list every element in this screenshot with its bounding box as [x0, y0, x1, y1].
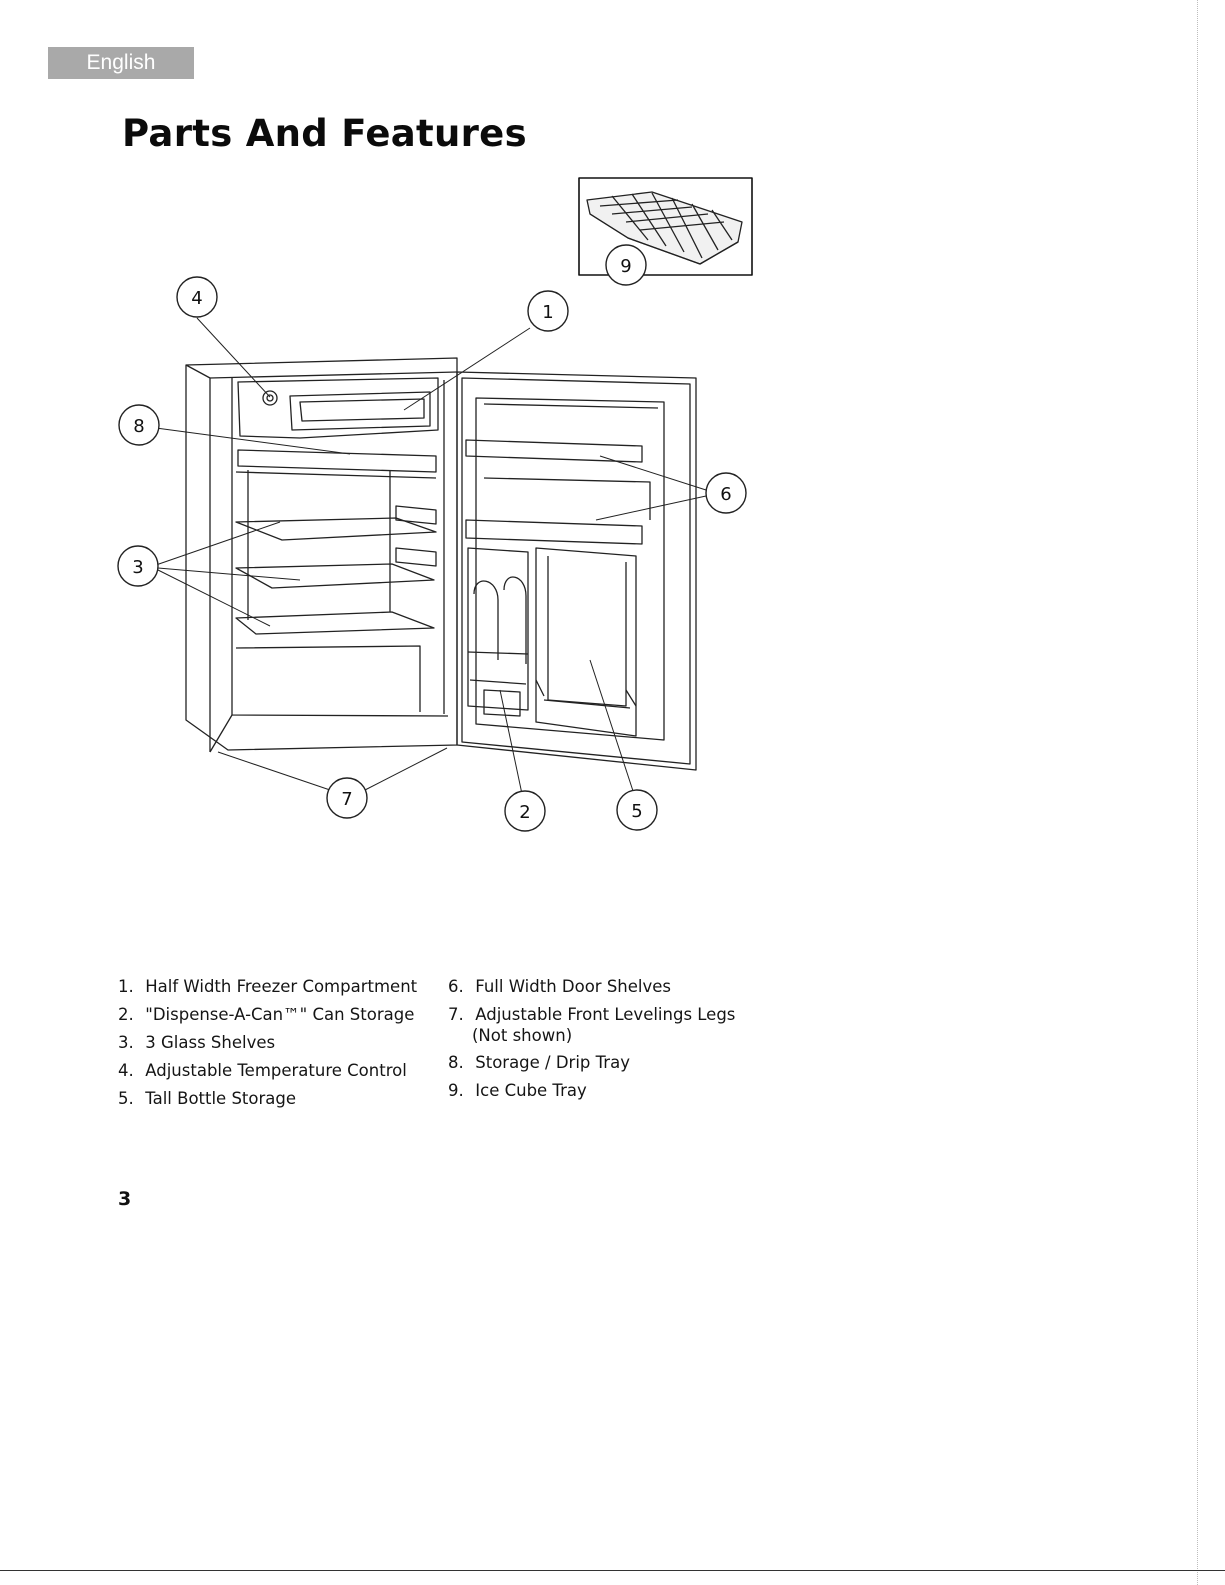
svg-text:6: 6 [720, 484, 731, 505]
svg-text:9: 9 [620, 256, 631, 277]
legend-item: 6. Full Width Door Shelves [448, 977, 671, 996]
ice-tray-inset [578, 177, 753, 276]
svg-text:3: 3 [132, 557, 143, 578]
callout-8: 8 [118, 404, 160, 446]
svg-text:2: 2 [519, 802, 530, 823]
svg-text:5: 5 [631, 801, 642, 822]
callout-1: 1 [527, 290, 569, 332]
callout-9: 9 [605, 244, 647, 286]
callouts: 1 2 3 4 5 6 7 8 9 [117, 244, 747, 832]
legend-item: 8. Storage / Drip Tray [448, 1053, 630, 1072]
ice-cube-tray-icon [586, 191, 743, 265]
svg-text:1: 1 [542, 302, 553, 323]
legend-item: 5. Tall Bottle Storage [118, 1089, 297, 1108]
page-number: 3 [118, 1188, 132, 1210]
leader-lines [155, 317, 707, 795]
legend-item: 7. Adjustable Front Levelings Legs(Not s… [448, 1005, 736, 1045]
callout-4: 4 [176, 276, 218, 318]
legend-item: 1. Half Width Freezer Compartment [118, 977, 418, 996]
page-title: Parts And Features [122, 112, 527, 155]
svg-text:4: 4 [191, 288, 202, 309]
legend-item: 4. Adjustable Temperature Control [118, 1061, 407, 1080]
callout-3: 3 [117, 545, 159, 587]
callout-2: 2 [504, 790, 546, 832]
svg-text:7: 7 [341, 789, 352, 810]
refrigerator-door [456, 371, 697, 771]
margin-rule [1197, 0, 1199, 1585]
refrigerator-cabinet [185, 357, 458, 753]
callout-6: 6 [705, 472, 747, 514]
language-tab: English [48, 47, 194, 79]
callout-7: 7 [326, 777, 368, 819]
bottom-rule [0, 1570, 1225, 1571]
svg-text:8: 8 [133, 416, 144, 437]
legend-item: 3. 3 Glass Shelves [118, 1033, 276, 1052]
parts-legend-right: 6. Full Width Door Shelves 7. Adjustable… [448, 975, 735, 1107]
parts-legend-left: 1. Half Width Freezer Compartment 2. "Di… [118, 975, 417, 1115]
refrigerator-diagram: 1 2 3 4 5 6 7 8 9 [117, 177, 753, 832]
legend-item: 2. "Dispense-A-Can™" Can Storage [118, 1005, 415, 1024]
callout-5: 5 [616, 789, 658, 831]
legend-item: 9. Ice Cube Tray [448, 1081, 587, 1100]
